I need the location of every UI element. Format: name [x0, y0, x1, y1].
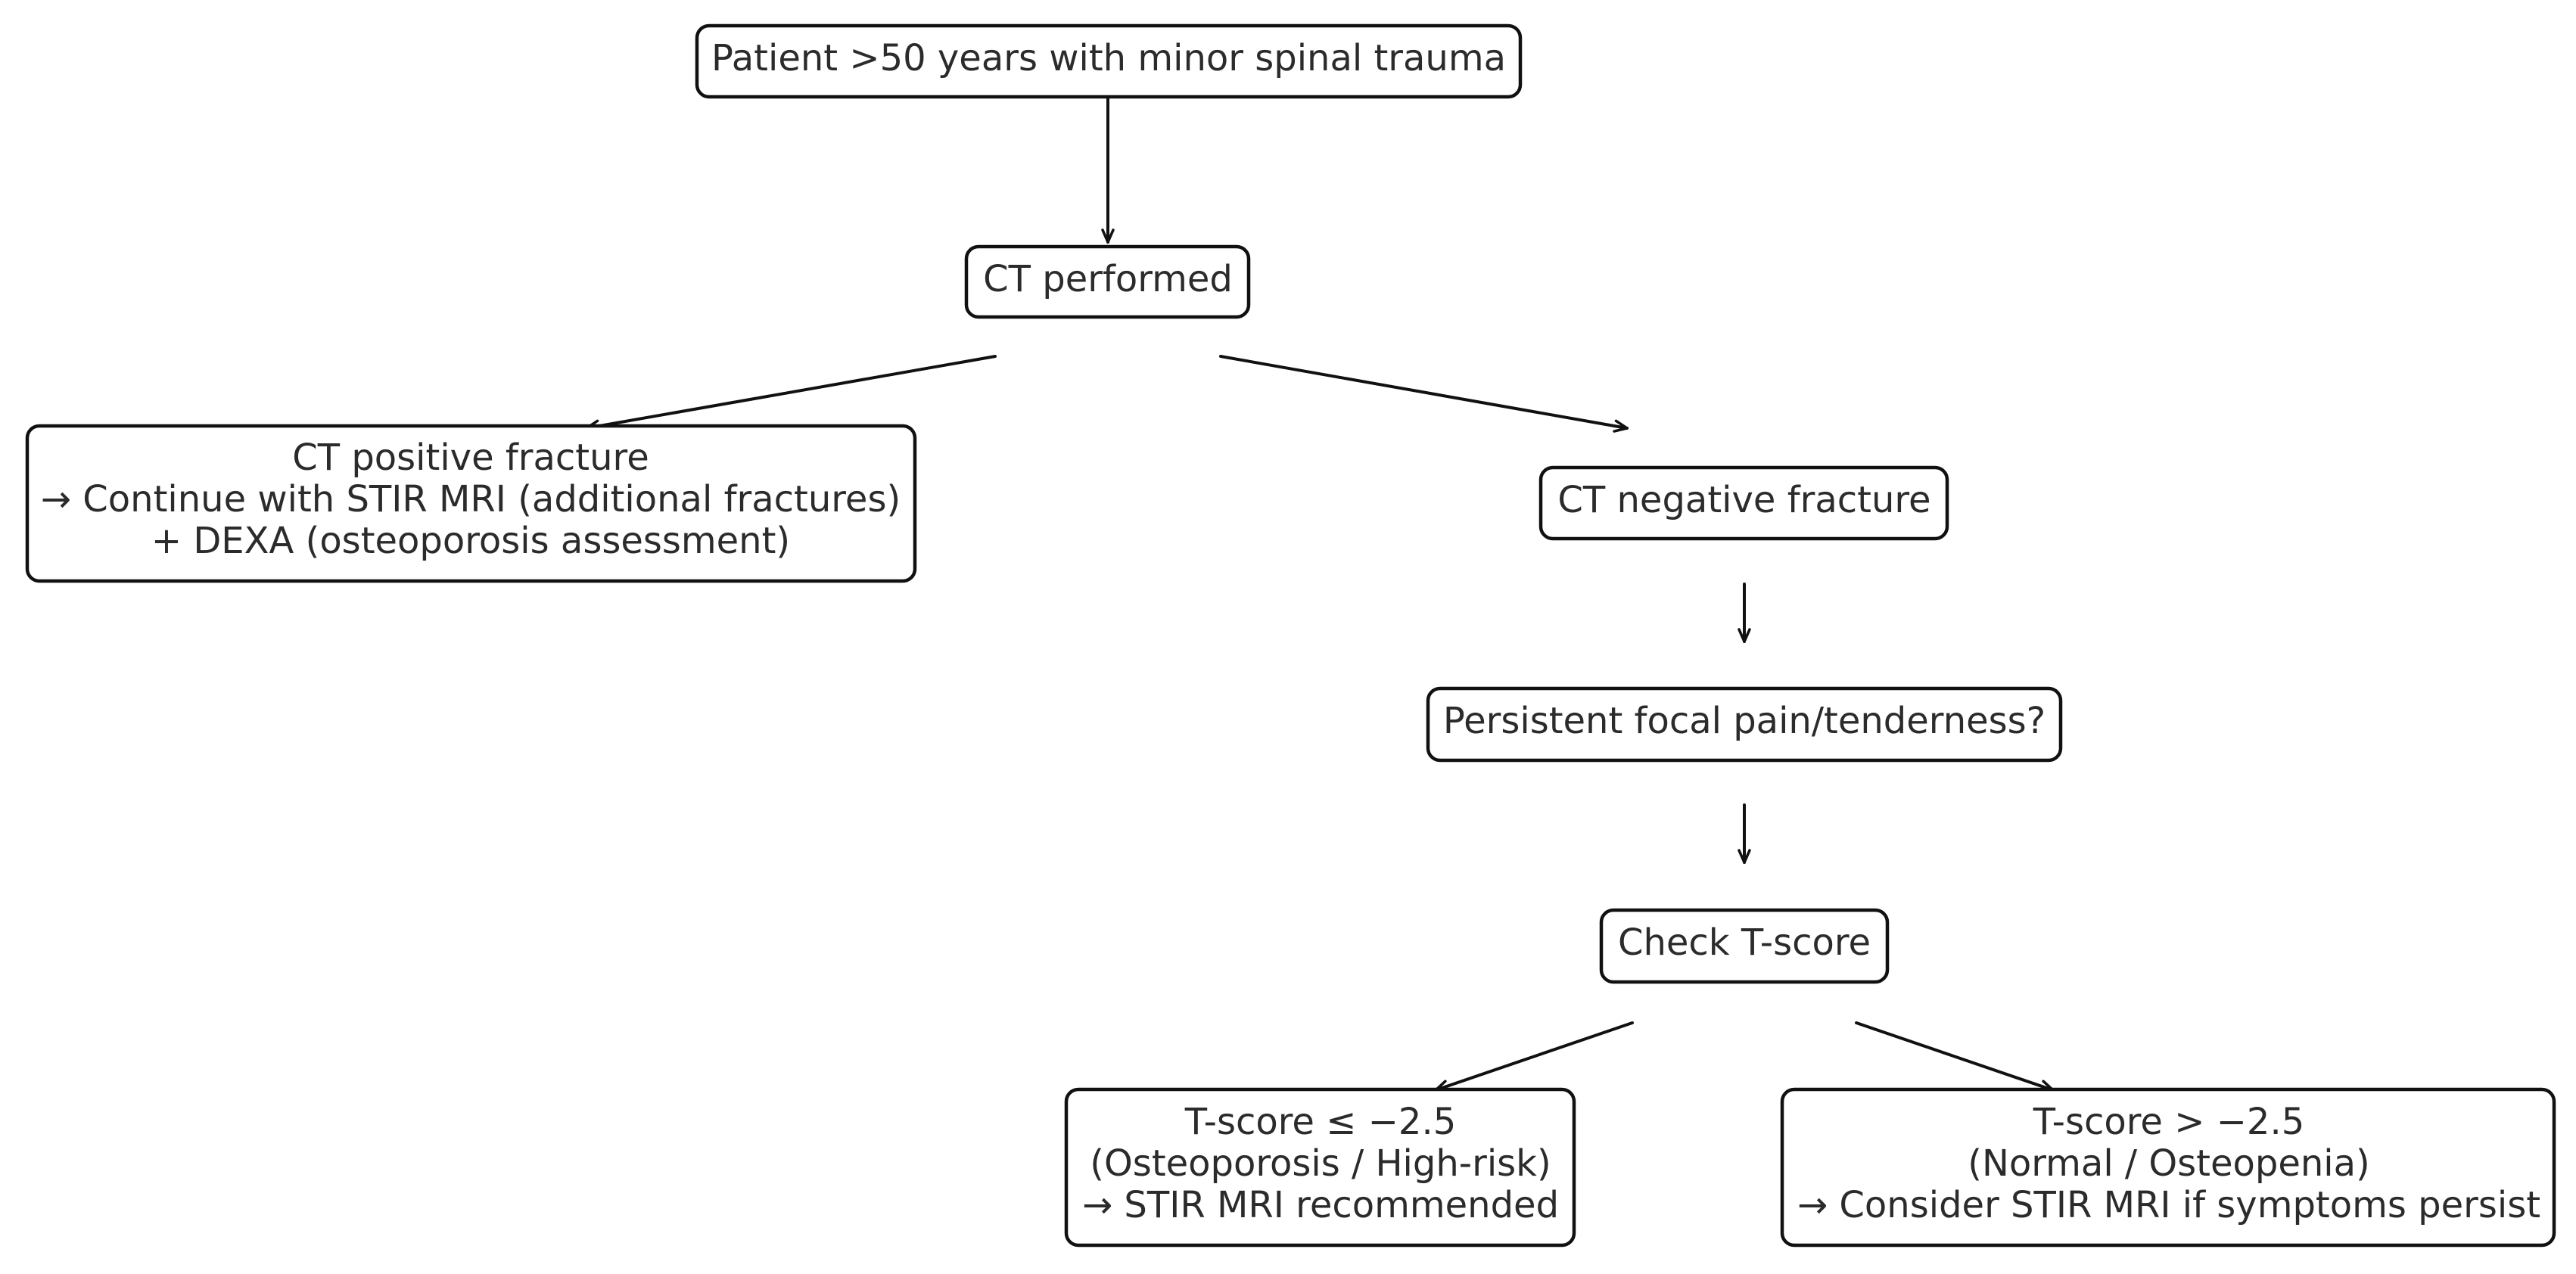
node-low-tscore-line-1: T-score ≤ −2.5 — [1184, 1101, 1457, 1143]
node-ct-negative-line: CT negative fracture — [1557, 479, 1930, 521]
node-persistent-pain: Persistent focal pain/tenderness? — [1426, 686, 2063, 763]
edge-tscore-to-low-tscore — [1434, 1021, 1634, 1093]
node-ct-positive: CT positive fracture → Continue with STI… — [25, 424, 917, 583]
node-start-line: Patient >50 years with minor spinal trau… — [711, 37, 1506, 79]
node-ct-performed: CT performed — [964, 244, 1251, 319]
node-low-tscore-line-3: → STIR MRI recommended — [1082, 1184, 1559, 1226]
edge-ct-to-ct-negative — [1219, 355, 1629, 433]
node-low-tscore: T-score ≤ −2.5 (Osteoporosis / High-risk… — [1064, 1087, 1576, 1248]
node-ct-negative: CT negative fracture — [1538, 465, 1949, 541]
node-high-tscore-line-1: T-score > −2.5 — [2033, 1101, 2305, 1143]
edge-tscore-to-high-tscore — [1855, 1021, 2055, 1093]
node-ct-positive-line-1: CT positive fracture — [292, 437, 649, 479]
node-persistent-pain-line: Persistent focal pain/tenderness? — [1443, 700, 2046, 742]
node-check-tscore-line: Check T-score — [1618, 921, 1871, 964]
node-check-tscore: Check T-score — [1599, 908, 1890, 984]
edge-ct-to-ct-positive — [585, 355, 997, 433]
node-high-tscore-line-3: → Consider STIR MRI if symptoms persist — [1797, 1184, 2540, 1226]
node-low-tscore-line-2: (Osteoporosis / High-risk) — [1090, 1142, 1551, 1185]
node-ct-positive-line-2: → Continue with STIR MRI (additional fra… — [41, 478, 901, 520]
node-ct-performed-line: CT performed — [983, 258, 1233, 300]
node-start: Patient >50 years with minor spinal trau… — [695, 23, 1523, 99]
node-high-tscore-line-2: (Normal / Osteopenia) — [1968, 1142, 2370, 1185]
node-high-tscore: T-score > −2.5 (Normal / Osteopenia) → C… — [1780, 1087, 2556, 1248]
edges — [585, 97, 2055, 1093]
node-ct-positive-line-3: + DEXA (osteoporosis assessment) — [151, 520, 790, 562]
